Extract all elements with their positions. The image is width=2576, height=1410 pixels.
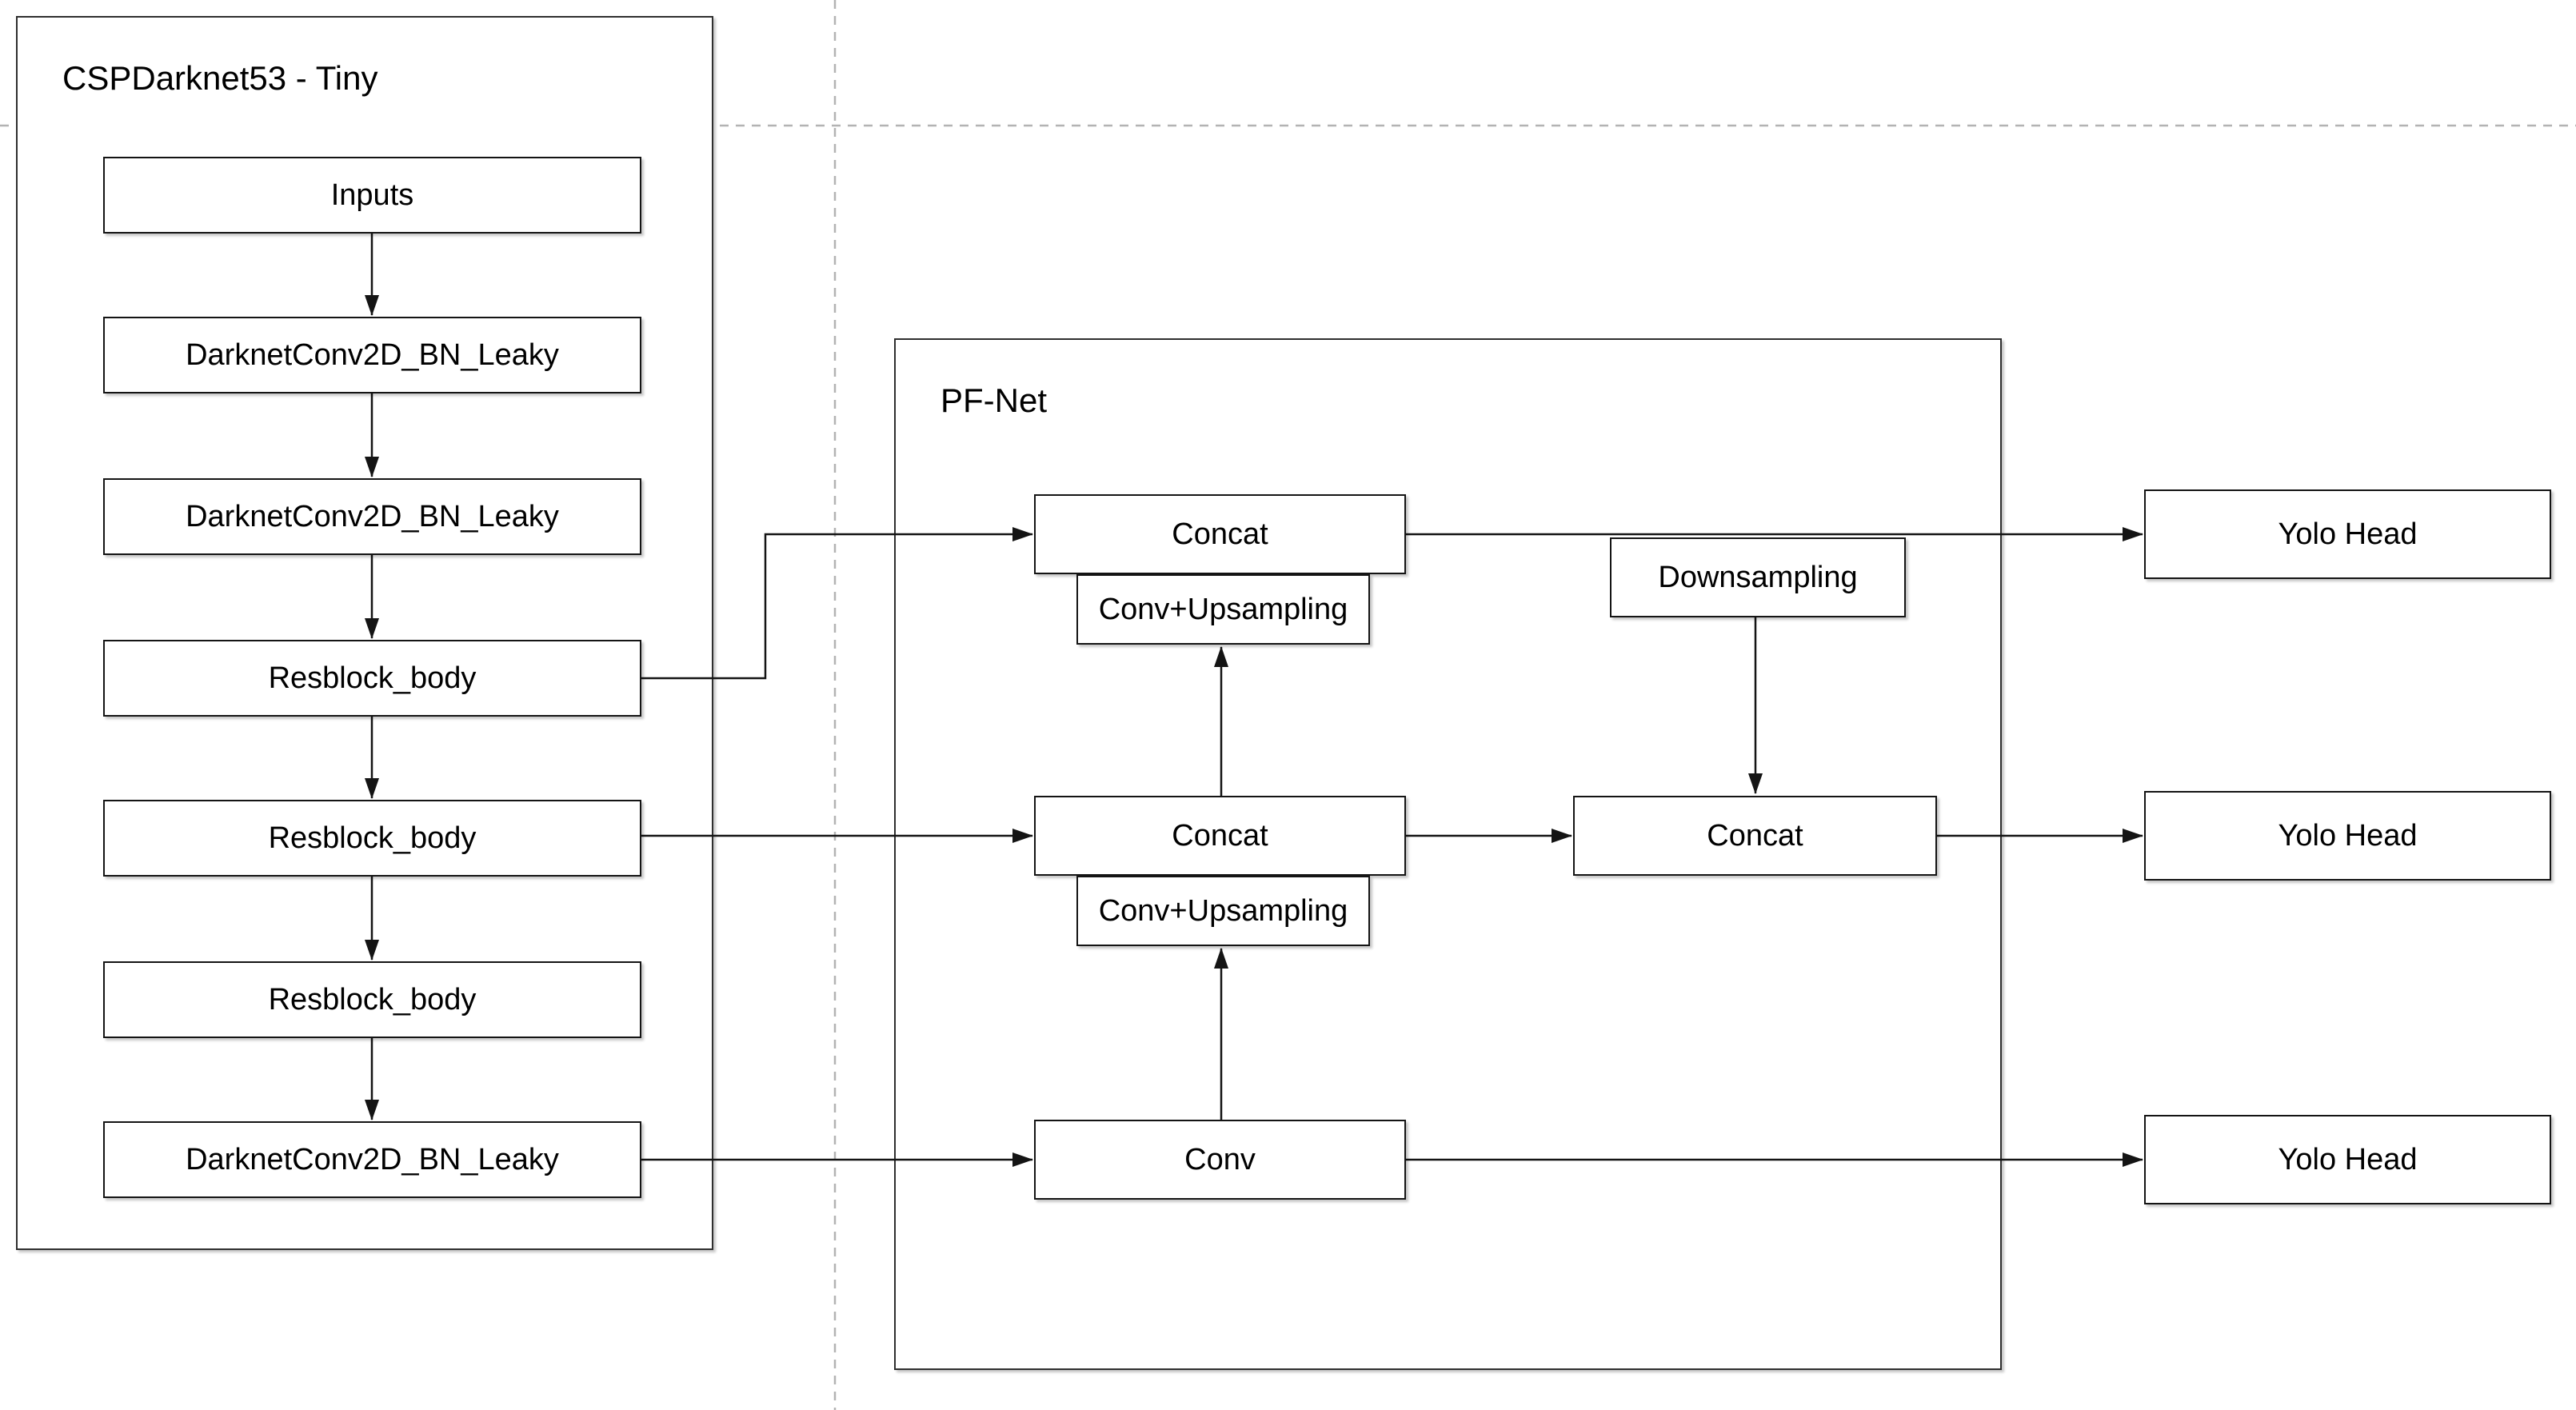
node-darknetconv2d-bn-leaky-3: DarknetConv2D_BN_Leaky: [103, 1121, 641, 1198]
node-yolo-head-bottom: Yolo Head: [2144, 1115, 2551, 1204]
node-concat-middle: Concat: [1034, 796, 1406, 876]
backbone-title: CSPDarknet53 - Tiny: [62, 59, 378, 97]
node-yolo-head-middle: Yolo Head: [2144, 791, 2551, 881]
node-yolo-head-top: Yolo Head: [2144, 489, 2551, 579]
node-darknetconv2d-bn-leaky-2: DarknetConv2D_BN_Leaky: [103, 478, 641, 555]
node-concat-right: Concat: [1573, 796, 1937, 876]
pfnet-title: PF-Net: [941, 381, 1048, 419]
node-resblock-body-1: Resblock_body: [103, 640, 641, 717]
node-concat-top: Concat: [1034, 494, 1406, 574]
node-downsampling: Downsampling: [1610, 537, 1906, 617]
node-resblock-body-2: Resblock_body: [103, 800, 641, 877]
node-inputs: Inputs: [103, 157, 641, 234]
node-resblock-body-3: Resblock_body: [103, 961, 641, 1038]
node-conv-upsampling-top: Conv+Upsampling: [1076, 574, 1370, 645]
node-darknetconv2d-bn-leaky-1: DarknetConv2D_BN_Leaky: [103, 317, 641, 393]
node-conv: Conv: [1034, 1120, 1406, 1200]
node-conv-upsampling-middle: Conv+Upsampling: [1076, 876, 1370, 946]
arrow-res1-to-concat-top: [641, 527, 1033, 680]
